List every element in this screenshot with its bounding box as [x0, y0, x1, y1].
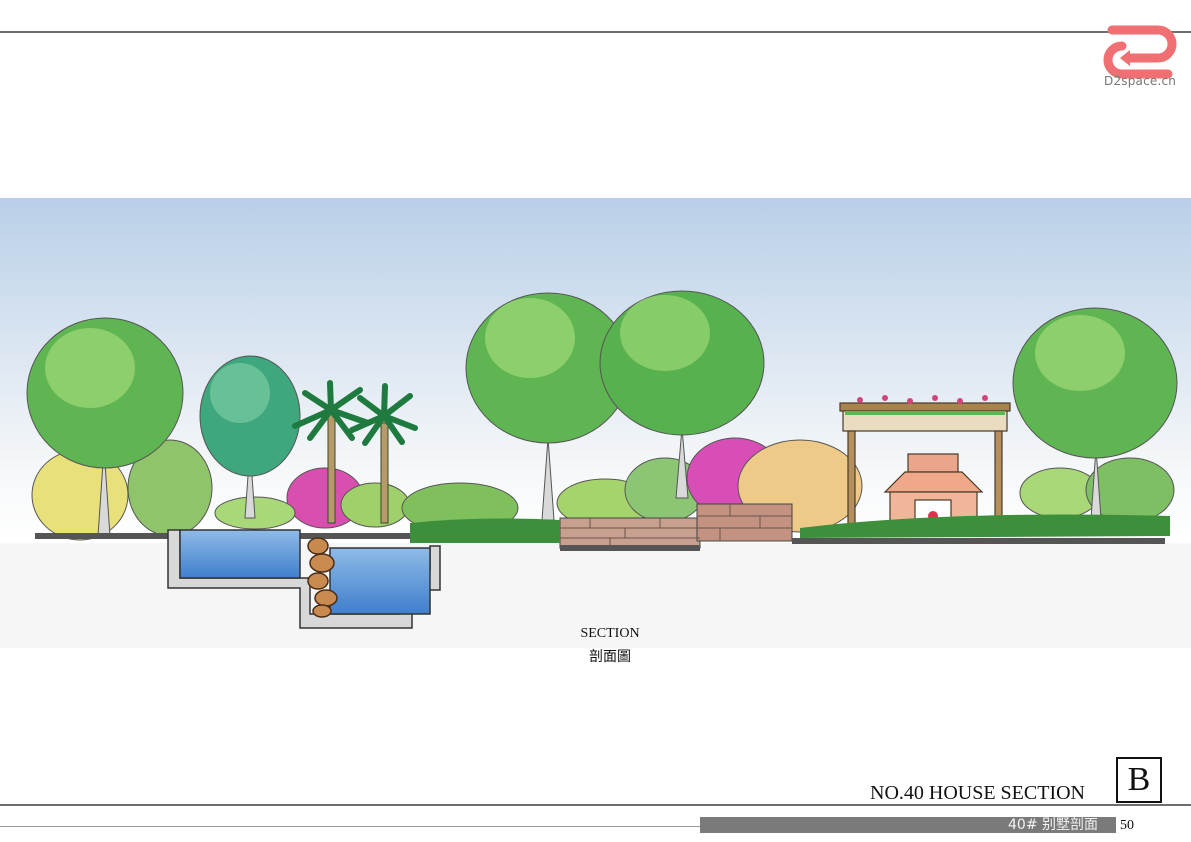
- stone-wall: [559, 503, 793, 549]
- subtitle-band: 40# 别墅剖面: [700, 817, 1116, 833]
- lawn-strip: [410, 518, 560, 543]
- house-section-title: NO.40 HOUSE SECTION: [870, 782, 1085, 804]
- section-letter-box: B: [1116, 757, 1162, 803]
- tree-center-2: [599, 290, 765, 499]
- tree-center-1: [465, 292, 631, 521]
- bottom-rule-secondary: [0, 826, 1116, 827]
- page-number: 50: [1120, 818, 1134, 833]
- logo-text: D2space.cn: [1104, 74, 1177, 88]
- subtitle-chinese: 40# 别墅剖面: [1008, 817, 1098, 833]
- waterfall-rocks: [307, 537, 338, 618]
- background-shrubs: [31, 437, 1175, 541]
- section-letter: B: [1127, 761, 1151, 798]
- section-caption-chinese: 剖面圖: [589, 649, 631, 665]
- bottom-rule: [0, 804, 1191, 806]
- d2space-logo-icon: [1103, 25, 1177, 79]
- section-caption: SECTION: [580, 626, 640, 641]
- tree-right: [1012, 307, 1178, 534]
- pool: [167, 529, 441, 629]
- palm-trees: [292, 380, 418, 524]
- landscape-section-drawing: [0, 198, 1191, 648]
- tree-teal: [199, 355, 301, 519]
- top-rule: [0, 31, 1191, 33]
- pergola: [839, 395, 1011, 537]
- hedge-right: [800, 514, 1170, 538]
